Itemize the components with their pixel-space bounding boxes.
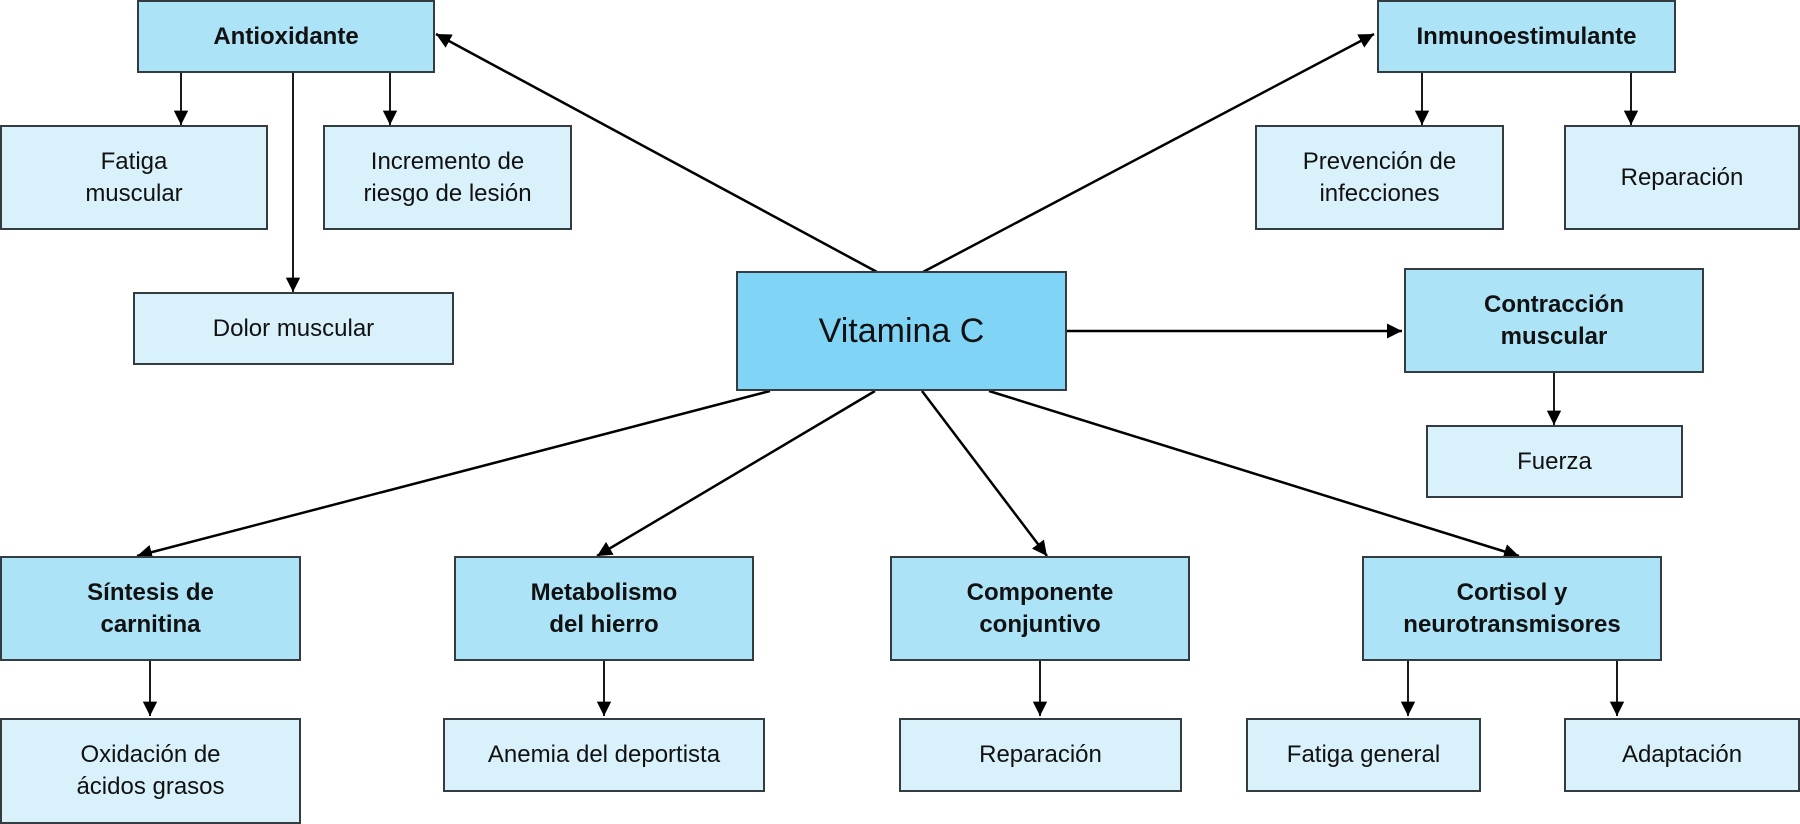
node-incremento-riesgo-label: Incremento de riesgo de lesión — [363, 147, 532, 207]
node-cortisol-neurotransmisores: Cortisol y neurotransmisores — [1362, 556, 1662, 661]
node-adaptacion: Adaptación — [1564, 718, 1800, 792]
arrow-center-to-hierro — [596, 389, 876, 558]
node-sintesis-carnitina-label: Síntesis de carnitina — [87, 578, 214, 638]
arrow-center-to-inmunoestimulante — [922, 32, 1375, 274]
node-reparacion-inmune-label: Reparación — [1620, 163, 1744, 191]
node-incremento-riesgo: Incremento de riesgo de lesión — [323, 125, 572, 230]
node-vitamina-c-label: Vitamina C — [818, 312, 985, 350]
node-sintesis-carnitina: Síntesis de carnitina — [0, 556, 301, 661]
node-anemia-deportista-label: Anemia del deportista — [487, 741, 721, 768]
arrow-center-to-carnitina — [136, 389, 771, 560]
node-prevencion-infecciones: Prevención de infecciones — [1255, 125, 1504, 230]
node-componente-conjuntivo-label: Componente conjuntivo — [966, 578, 1114, 638]
node-fatiga-muscular-label: Fatiga muscular — [85, 147, 183, 207]
arrow-center-to-cortisol — [988, 389, 1520, 559]
node-fatiga-muscular: Fatiga muscular — [0, 125, 268, 230]
node-inmunoestimulante-label: Inmunoestimulante — [1416, 22, 1637, 50]
node-anemia-deportista: Anemia del deportista — [443, 718, 765, 792]
node-adaptacion-label: Adaptación — [1621, 741, 1743, 768]
node-metabolismo-hierro: Metabolismo del hierro — [454, 556, 754, 661]
node-fuerza: Fuerza — [1426, 425, 1683, 498]
node-metabolismo-hierro-label: Metabolismo del hierro — [530, 578, 678, 638]
node-dolor-muscular-label: Dolor muscular — [212, 314, 375, 342]
node-oxidacion-acidos-grasos: Oxidación de ácidos grasos — [0, 718, 301, 824]
node-reparacion-conjuntivo: Reparación — [899, 718, 1182, 792]
node-reparacion-inmune: Reparación — [1564, 125, 1800, 230]
node-antioxidante: Antioxidante — [137, 0, 435, 73]
node-prevencion-infecciones-label: Prevención de infecciones — [1302, 147, 1457, 207]
node-vitamina-c: Vitamina C — [736, 271, 1067, 391]
node-contraccion-muscular-label: Contracción muscular — [1483, 290, 1624, 350]
node-inmunoestimulante: Inmunoestimulante — [1377, 0, 1676, 73]
arrow-center-to-conjuntivo — [921, 390, 1048, 557]
node-oxidacion-acidos-grasos-label: Oxidación de ácidos grasos — [76, 741, 225, 800]
arrow-center-to-antioxidante — [435, 32, 878, 274]
node-reparacion-conjuntivo-label: Reparación — [979, 741, 1102, 768]
node-antioxidante-label: Antioxidante — [213, 22, 359, 50]
node-fuerza-label: Fuerza — [1517, 447, 1592, 475]
node-fatiga-general: Fatiga general — [1246, 718, 1481, 792]
node-cortisol-neurotransmisores-label: Cortisol y neurotransmisores — [1403, 578, 1621, 638]
node-dolor-muscular: Dolor muscular — [133, 292, 454, 365]
node-fatiga-general-label: Fatiga general — [1286, 741, 1441, 768]
node-componente-conjuntivo: Componente conjuntivo — [890, 556, 1190, 661]
node-contraccion-muscular: Contracción muscular — [1404, 268, 1704, 373]
